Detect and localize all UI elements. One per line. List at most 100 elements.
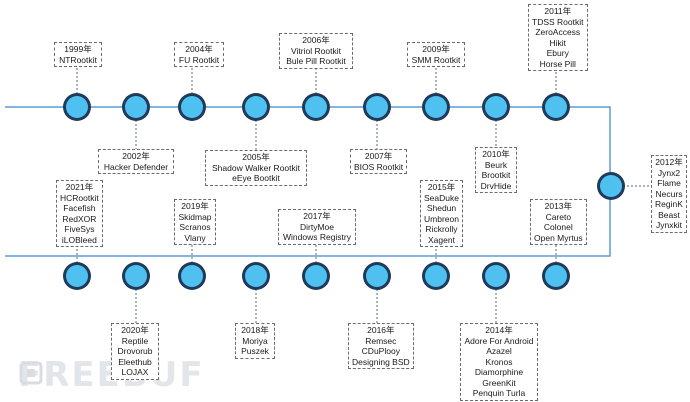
rootkit-name: Colonel: [543, 222, 573, 232]
rootkit-name: Horse Pill: [539, 58, 576, 69]
milestone-year: 1999年: [64, 44, 92, 54]
rootkit-name: Shedun: [426, 203, 457, 213]
rootkit-name: Puszek: [241, 346, 269, 356]
rootkit-name: Hacker Defender: [103, 161, 169, 172]
timeline-node: [181, 265, 203, 287]
milestone-year: 2011年: [544, 6, 572, 16]
rootkit-name: FU Rootkit: [178, 54, 220, 65]
connector-lines: [76, 67, 651, 323]
rootkit-name: Windows Registry: [282, 232, 352, 242]
milestone-year: 2013年: [544, 201, 573, 211]
rootkit-name: TDSS Rootkit: [532, 16, 584, 27]
rootkit-name: Bule Pill Rootkit: [286, 56, 346, 66]
rootkit-name: Moriya: [242, 335, 268, 346]
milestone-year: 2009年: [422, 44, 450, 54]
rootkit-name: Careto: [545, 211, 572, 222]
rootkit-name: Kronos: [485, 356, 513, 367]
timeline-node: [485, 96, 507, 118]
rootkit-name: SMM Rootkit: [411, 54, 461, 65]
milestone-year: 2016年: [367, 325, 395, 335]
rootkit-name: Facefish: [63, 203, 96, 213]
timeline-node: [181, 96, 203, 118]
timeline-node: [305, 96, 327, 118]
rootkit-name: CDuPlooy: [361, 346, 400, 356]
rootkit-name: NTRootkit: [59, 54, 97, 65]
timeline-node: [66, 265, 88, 287]
rootkit-name: Skidmap: [178, 211, 212, 222]
milestone-year: 2005年: [242, 152, 270, 162]
rootkit-name: GreenKit: [482, 377, 516, 388]
watermark-logo-icon: [19, 361, 43, 385]
milestone-year: 2021年: [65, 182, 94, 192]
rootkit-name: Jynxkit: [656, 220, 682, 230]
timeline-node: [245, 265, 267, 287]
rootkit-name: Azazel: [486, 346, 512, 356]
rootkit-name: Vlany: [184, 232, 206, 243]
rootkit-name: Shadow Walker Rootkit: [211, 162, 301, 173]
rootkit-name: iLOBleed: [61, 234, 97, 245]
rootkit-name: Vitriol Rootkit: [291, 45, 341, 56]
rootkit-name: Designing BSD: [352, 356, 410, 367]
timeline-node: [366, 265, 388, 287]
rootkit-name: HCRootkit: [60, 192, 99, 203]
rootkit-name: Drovorub: [117, 346, 153, 356]
rootkit-name: FiveSys: [64, 224, 95, 234]
milestone-year: 2020年: [121, 325, 149, 335]
milestone-year: 2012年: [655, 157, 683, 167]
milestone-year: 2017年: [303, 211, 331, 221]
rootkit-name: Brootkit: [481, 170, 511, 180]
rootkit-name: Umbreon: [424, 213, 459, 224]
milestone-year: 2010年: [482, 149, 510, 159]
rootkit-name: Xagent: [428, 234, 455, 245]
rootkit-name: SeaDuke: [424, 192, 459, 203]
rootkit-name: Adore For Android: [464, 335, 534, 346]
rootkit-name: Diamorphine: [474, 367, 524, 377]
milestone-year: 2004年: [185, 44, 213, 54]
milestone-year: 2014年: [485, 325, 513, 335]
timeline-nodes: [63, 93, 625, 290]
rootkit-name: ZeroAccess: [535, 27, 581, 37]
timeline-node: [545, 265, 567, 287]
rootkit-name: Necurs: [655, 188, 683, 199]
timeline-node: [366, 96, 388, 118]
rootkit-name: Penquin Turla: [472, 388, 526, 398]
rootkit-name: Hikit: [549, 37, 567, 48]
milestone-year: 2007年: [364, 151, 393, 161]
rootkit-name: Scranos: [179, 222, 211, 232]
timeline-node: [125, 265, 147, 287]
timeline-node: [425, 96, 447, 118]
timeline-node: [545, 96, 567, 118]
milestone-year: 2006年: [302, 35, 330, 45]
timeline-node: [305, 265, 327, 287]
timeline-node: [425, 265, 447, 287]
rootkit-name: ReginK: [655, 199, 683, 209]
rootkit-name: Jynx2: [657, 167, 681, 178]
milestone-year: 2019年: [181, 201, 209, 211]
milestone-year: 2015年: [427, 182, 456, 192]
rootkit-name: RedXOR: [62, 213, 97, 224]
rootkit-name: Beurk: [484, 159, 508, 170]
rootkit-name: Rickrolly: [425, 224, 458, 234]
timeline-node: [66, 96, 88, 118]
rootkit-name: Ebury: [546, 48, 569, 58]
timeline-node: [245, 96, 267, 118]
watermark-text: FREEBUF: [18, 355, 205, 395]
rootkit-name: DirtyMoe: [299, 221, 334, 232]
rootkit-name: LOJAX: [121, 367, 149, 377]
